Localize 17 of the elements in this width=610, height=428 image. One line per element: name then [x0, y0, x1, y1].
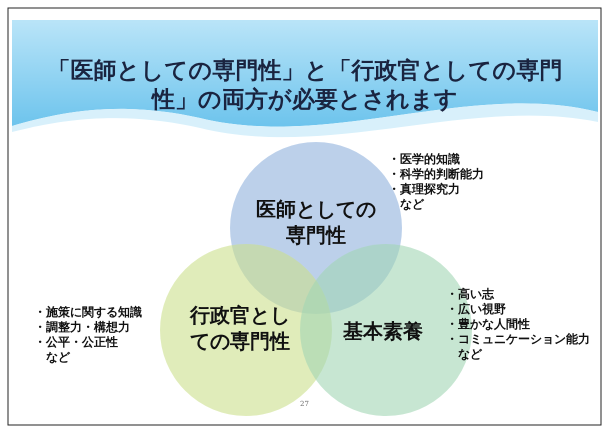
bullet-item: ・科学的判断能力: [388, 167, 484, 182]
circle-label: 基本素養: [342, 318, 424, 344]
bullet-item: ・医学的知識: [388, 152, 461, 167]
circle-label: 行政官としての専門性: [190, 302, 290, 354]
bullet-item: ・高い志: [446, 287, 496, 302]
bullet-item: ・施策に関する知識: [34, 305, 142, 320]
bullet-item: ・コミュニケーション能力: [446, 332, 590, 347]
bullet-item: ・真理探究力: [388, 182, 461, 197]
title: 「医師としての専門性」と「行政官としての専門性」の両方が必要とされます: [46, 56, 564, 114]
bullet-item: など: [399, 197, 426, 212]
bullet-item: ・公平・公正性: [34, 335, 119, 350]
bullet-item: など: [45, 350, 72, 365]
bullet-item: ・豊かな人間性: [446, 317, 531, 332]
bullet-item: ・広い視野: [446, 302, 507, 317]
bullet-item: など: [457, 347, 484, 362]
bullet-item: ・調整力・構想力: [34, 320, 131, 335]
circle-label: 医師としての専門性: [255, 196, 377, 248]
